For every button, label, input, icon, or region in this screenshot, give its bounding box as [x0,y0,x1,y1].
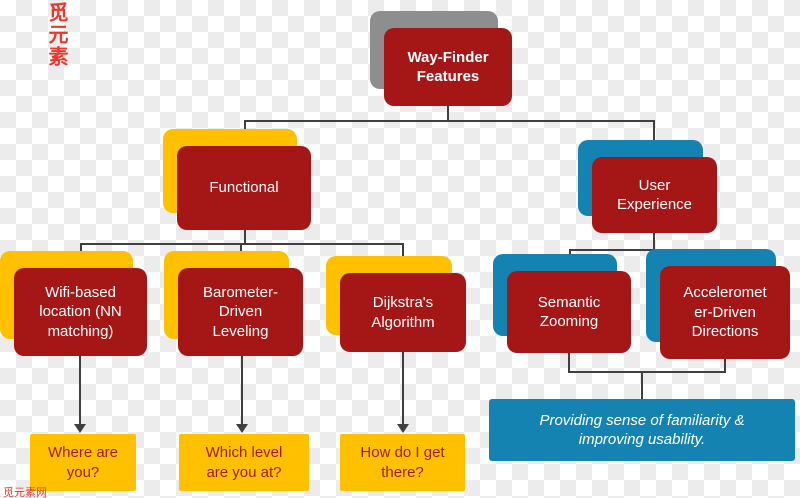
connector-line [653,233,655,250]
connector-line [241,356,243,424]
ux-outcome-label: Providing sense of familiarity & improvi… [539,411,745,449]
node-label: User Experience [616,176,693,214]
node-box: Acceleromet er-Driven Directions [660,266,790,359]
connector-line [80,243,404,245]
connector-line [568,353,570,373]
node-box: Functional [177,146,311,230]
node-label: Way-Finder Features [407,48,489,86]
node-label: Dijkstra's Algorithm [371,294,435,331]
connector-line [568,371,726,373]
question-where-are-you: Where are you? [30,434,136,491]
connector-line [447,106,449,122]
node-dijkstras-algorithm: Dijkstra's Algorithm [326,256,466,352]
connector-line [244,230,246,244]
node-label: Acceleromet er-Driven Directions [683,284,767,341]
node-label: Barometer- Driven Leveling [202,283,279,340]
node-semantic-zooming: Semantic Zooming [493,254,631,353]
connector-line [653,120,655,159]
question-how-do-i-get-there: How do I get there? [340,434,465,491]
ux-outcome-box: Providing sense of familiarity & improvi… [489,399,795,461]
question-label: Which level are you at? [205,444,283,481]
connector-line [79,356,81,424]
connector-line [724,359,726,373]
node-wifi-based-location: Wifi-based location (NN matching) [0,251,147,356]
node-box: Semantic Zooming [507,271,631,353]
question-which-level: Which level are you at? [179,434,309,491]
node-functional: Functional [163,129,311,230]
connector-line [641,371,643,399]
node-label: Semantic Zooming [537,293,601,331]
connector-line [402,352,404,424]
node-label: Functional [209,179,279,197]
connector-line [569,249,726,251]
connector-line [244,120,655,122]
node-box: Barometer- Driven Leveling [178,268,303,356]
watermark-top-left: 觅元素 [45,2,67,68]
node-box: Dijkstra's Algorithm [340,273,466,352]
node-accelerometer-driven-directions: Acceleromet er-Driven Directions [646,249,790,359]
node-way-finder-features: Way-Finder Features [370,11,512,106]
node-box: User Experience [592,157,717,233]
watermark-bottom-left: 觅元素网 [3,487,47,498]
node-box: Way-Finder Features [384,28,512,106]
node-barometer-driven-leveling: Barometer- Driven Leveling [164,251,303,356]
arrow-down-icon [74,424,86,433]
node-label: Wifi-based location (NN matching) [39,283,122,340]
question-label: How do I get there? [360,444,445,481]
question-label: Where are you? [47,444,119,481]
arrow-down-icon [236,424,248,433]
arrow-down-icon [397,424,409,433]
node-user-experience: User Experience [578,140,717,233]
node-box: Wifi-based location (NN matching) [14,268,147,356]
